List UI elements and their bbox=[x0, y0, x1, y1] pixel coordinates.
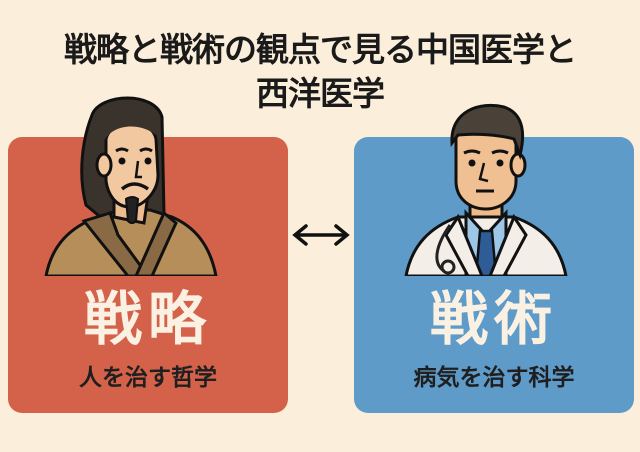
western-doctor-portrait-icon bbox=[404, 103, 568, 276]
title-line-1: 戦略と戦術の観点で見る中国医学と bbox=[64, 30, 577, 69]
page-title: 戦略と戦術の観点で見る中国医学と 西洋医学 bbox=[0, 28, 640, 116]
title-line-2: 西洋医学 bbox=[256, 74, 385, 113]
tactics-subtitle: 病気を治す科学 bbox=[413, 365, 575, 391]
strategy-subtitle: 人を治す哲学 bbox=[79, 365, 217, 391]
double-arrow-icon bbox=[292, 224, 350, 246]
tactics-heading: 戦術 bbox=[429, 285, 558, 353]
chinese-physician-portrait-icon bbox=[44, 96, 218, 276]
strategy-heading: 戦略 bbox=[83, 285, 212, 353]
